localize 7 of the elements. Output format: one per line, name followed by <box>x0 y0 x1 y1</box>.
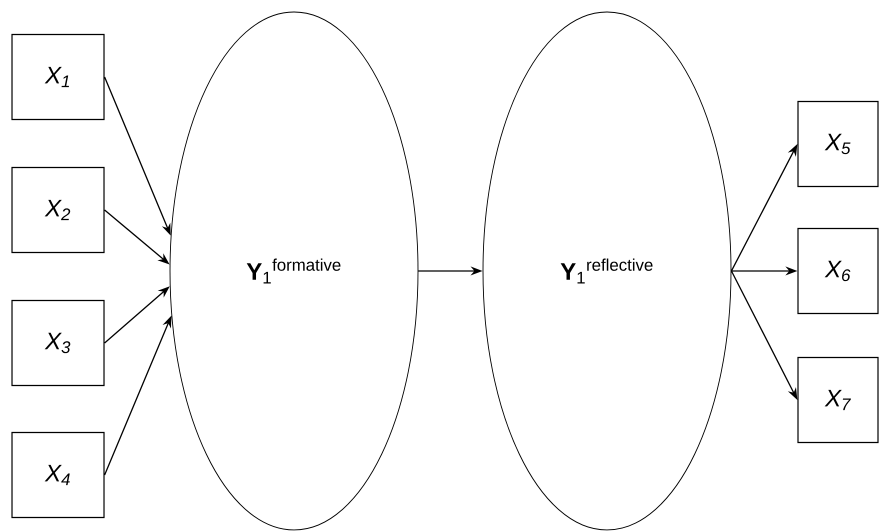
variable-box: X$_{6}$ <box>797 228 879 314</box>
variable-box: X$_{3}$ <box>11 300 105 386</box>
variable-box: X$_{5}$ <box>797 100 879 188</box>
variable-box: X$_{4}$ <box>11 432 105 518</box>
variable-box: X$_{1}$ <box>11 34 105 120</box>
variable-box: X$_{2}$ <box>11 166 105 254</box>
variable-box: X$_{7}$ <box>797 356 879 444</box>
